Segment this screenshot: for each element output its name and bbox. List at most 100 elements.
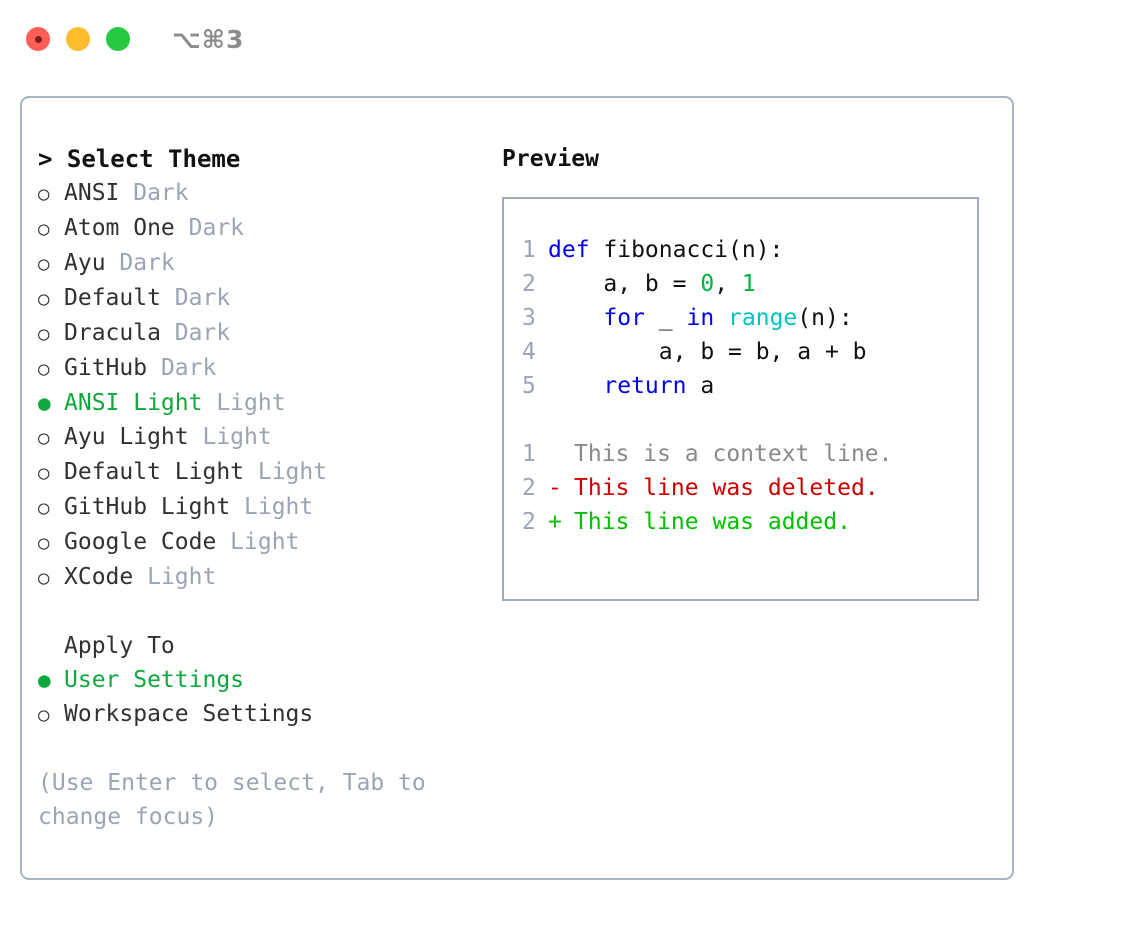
code-text: for _ in range(n):: [548, 301, 852, 335]
radio-unselected-icon: ○: [38, 253, 50, 275]
theme-option-kind: Light: [133, 564, 217, 590]
close-button[interactable]: [26, 27, 50, 51]
line-number: 1: [522, 441, 536, 467]
code-token-num: 0: [700, 271, 715, 297]
theme-option-kind: Light: [230, 494, 314, 520]
theme-option-kind: Light: [188, 424, 272, 450]
radio-unselected-icon: ○: [38, 427, 50, 449]
apply-to-option-list[interactable]: ● User Settings ○Workspace Settings: [38, 663, 484, 732]
diff-line-add: 2 + This line was added.: [504, 505, 977, 539]
code-text: a, b = b, a + b: [548, 335, 867, 369]
code-token-id: [548, 305, 603, 331]
diff-text: This line was deleted.: [574, 475, 879, 501]
theme-option-default-light[interactable]: ○Default Light Light: [38, 455, 484, 490]
line-number: 2: [522, 475, 536, 501]
theme-option-google-code[interactable]: ○ Google Code Light: [38, 525, 484, 560]
line-number: 4: [522, 339, 536, 365]
theme-selection-pane: > Select Theme ○ANSI Dark○Atom One Dark○…: [22, 142, 484, 878]
code-token-kw: for: [603, 305, 645, 331]
code-token-id: [714, 305, 728, 331]
line-number: 2: [522, 509, 536, 535]
code-token-kw: return: [603, 373, 687, 399]
page-title: > Select Theme: [38, 145, 241, 173]
theme-option-default[interactable]: ○ Default Dark: [38, 281, 484, 316]
theme-option-list[interactable]: ○ANSI Dark○Atom One Dark○Ayu Dark○Defaul…: [38, 176, 484, 595]
minimize-button[interactable]: [66, 27, 90, 51]
theme-option-label: Atom One: [64, 215, 175, 241]
diff-line-delete: 2-This line was deleted.: [504, 471, 977, 505]
line-number: 2: [522, 271, 536, 297]
theme-option-kind: Dark: [160, 320, 231, 346]
radio-unselected-icon: ○: [38, 567, 50, 589]
theme-option-kind: Dark: [147, 355, 217, 381]
theme-option-label: ANSI Light: [64, 390, 203, 416]
theme-option-ayu-light[interactable]: ○ Ayu Light Light: [38, 420, 484, 455]
code-line: 2 a, b = 0, 1: [504, 267, 977, 301]
code-token-id: ,: [714, 271, 742, 297]
code-token-kw: def: [548, 237, 604, 263]
radio-unselected-icon: ○: [38, 323, 50, 345]
theme-option-ayu[interactable]: ○Ayu Dark: [38, 246, 484, 281]
theme-option-label: GitHub: [64, 355, 148, 381]
radio-unselected-icon: ○: [38, 532, 50, 554]
code-token-id: a: [686, 373, 715, 399]
apply-to-option-label: User Settings: [64, 667, 245, 693]
code-line: 4 a, b = b, a + b: [504, 335, 977, 369]
theme-picker-card: > Select Theme ○ANSI Dark○Atom One Dark○…: [20, 96, 1014, 880]
radio-unselected-icon: ○: [38, 462, 50, 484]
diff-marker: +: [548, 509, 562, 535]
theme-option-kind: Dark: [119, 180, 189, 206]
code-line: 1 def fibonacci(n):: [504, 233, 977, 267]
theme-option-label: Default Light: [64, 459, 245, 485]
diff-text: This is a context line.: [574, 441, 893, 467]
code-text: def fibonacci(n):: [548, 233, 783, 267]
apply-to-title: Apply To: [64, 633, 175, 659]
code-token-id: _: [644, 305, 687, 331]
theme-option-atom-one[interactable]: ○Atom One Dark: [38, 211, 484, 246]
theme-option-kind: Dark: [174, 215, 245, 241]
maximize-button[interactable]: [106, 27, 130, 51]
diff-line-context: 1 This is a context line.: [504, 437, 977, 471]
theme-option-xcode[interactable]: ○ XCode Light: [38, 560, 484, 595]
keyboard-shortcut-label: ⌥⌘3: [172, 24, 245, 54]
theme-option-github[interactable]: ○ GitHub Dark: [38, 351, 484, 386]
theme-option-dracula[interactable]: ○ Dracula Dark: [38, 316, 484, 351]
title-bar: ⌥⌘3: [0, 0, 1140, 78]
diff-marker: [548, 437, 574, 471]
theme-option-kind: Light: [216, 529, 300, 555]
theme-option-kind: Dark: [160, 285, 231, 311]
code-token-num: 1: [741, 271, 756, 297]
radio-selected-icon: ●: [38, 668, 51, 692]
keyboard-hint-text: (Use Enter to select, Tab to change focu…: [38, 770, 440, 830]
radio-unselected-icon: ○: [38, 183, 50, 205]
theme-option-label: GitHub Light: [64, 494, 231, 520]
radio-unselected-icon: ○: [38, 288, 50, 310]
code-text: return a: [548, 369, 714, 403]
apply-to-option-workspace-settings[interactable]: ○Workspace Settings: [38, 697, 484, 732]
window-controls: [26, 27, 130, 51]
line-number: 5: [522, 373, 536, 399]
preview-label: Preview: [502, 146, 599, 172]
line-number: 1: [522, 237, 536, 263]
theme-option-label: Google Code: [64, 529, 217, 555]
theme-option-label: Dracula: [64, 320, 161, 346]
diff-marker: -: [548, 475, 562, 501]
radio-unselected-icon: ○: [38, 358, 50, 380]
code-token-id: fibonacci(n):: [603, 237, 784, 263]
theme-option-label: ANSI: [64, 180, 120, 206]
radio-unselected-icon: ○: [38, 704, 50, 726]
apply-to-option-user-settings[interactable]: ● User Settings: [38, 663, 484, 697]
code-line: 3 for _ in range(n):: [504, 301, 977, 335]
theme-option-label: XCode: [64, 564, 134, 590]
theme-option-ansi[interactable]: ○ ANSI Dark: [38, 176, 484, 211]
theme-option-label: Ayu Light: [64, 424, 189, 450]
radio-unselected-icon: ○: [38, 497, 50, 519]
code-token-kw: in: [686, 305, 715, 331]
theme-option-label: Default: [64, 285, 161, 311]
diff-text: This line was added.: [574, 509, 851, 535]
theme-option-github-light[interactable]: ○ GitHub Light Light: [38, 490, 484, 525]
theme-option-kind: Dark: [105, 250, 175, 276]
theme-option-ansi-light[interactable]: ●ANSI Light Light: [38, 386, 484, 420]
